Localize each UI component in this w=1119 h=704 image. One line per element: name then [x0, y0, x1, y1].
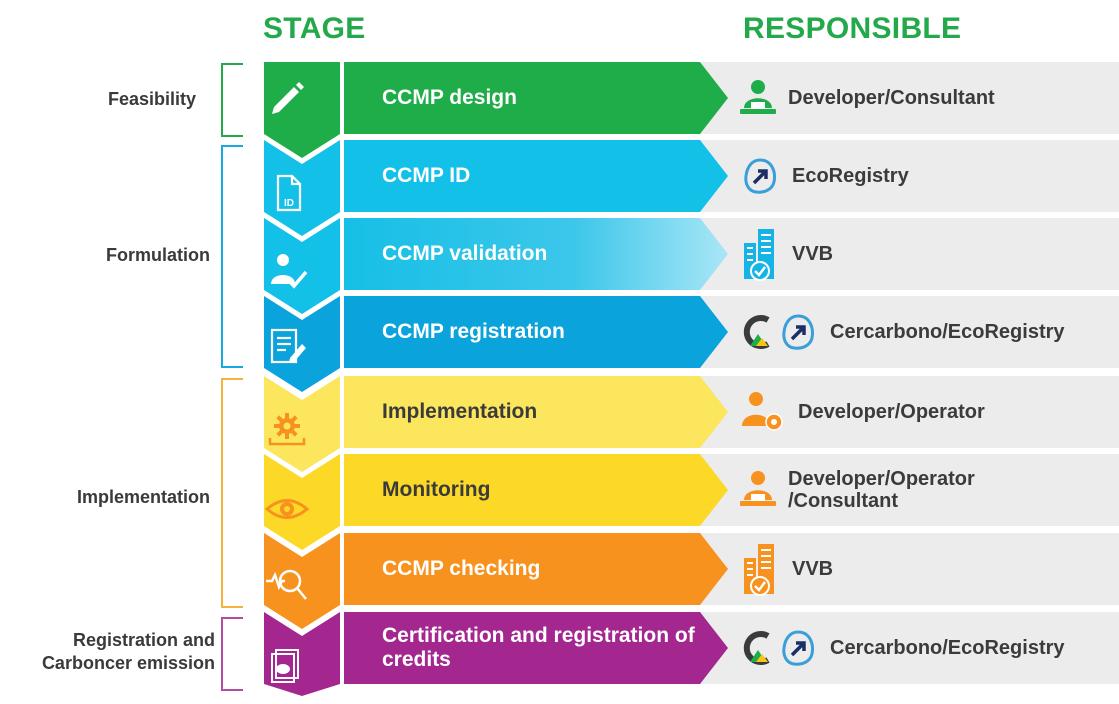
phase-bracket-formulation [221, 145, 243, 368]
ecoregistry-leaf-icon [744, 158, 776, 194]
stage-chevron-registration [264, 296, 340, 392]
responsible-band [700, 454, 1119, 526]
stage-chevron-certification [264, 612, 340, 696]
co2-certificate-icon [271, 649, 299, 683]
responsible-row: Developer/Consultant [740, 62, 1119, 134]
stage-header: STAGE [263, 12, 366, 45]
eye-icon [264, 499, 310, 519]
cercarbono-logo-icon [743, 631, 770, 665]
stage-band-monitoring: Monitoring [344, 454, 728, 526]
stage-label: Monitoring [382, 478, 491, 501]
responsible-label: VVB [792, 243, 834, 265]
form-edit-icon [270, 328, 306, 364]
responsible-row: Cercarbono/EcoRegistry [740, 612, 1119, 684]
responsible-row: Developer/Operator [740, 376, 1119, 448]
responsible-label: Developer/Operator /Consultant [788, 468, 975, 512]
phase-label-registration: Registration and Carboncer emission [41, 630, 215, 673]
responsible-band [700, 140, 1119, 212]
person-laptop-icon [740, 80, 776, 114]
stage-chevron-checking [264, 533, 340, 629]
svg-text:ID: ID [284, 198, 294, 209]
stage-label: Certification and registration of credit… [382, 624, 695, 671]
building-check-icon [744, 544, 774, 596]
stage-band-certification: Certification and registration of credit… [344, 612, 728, 684]
stage-chevron-monitoring [264, 454, 340, 550]
stage-label: CCMP ID [382, 164, 471, 187]
responsible-band [700, 612, 1119, 684]
responsible-band [700, 62, 1119, 134]
responsible-label: Developer/Operator [798, 401, 985, 423]
responsible-label: Cercarbono/EcoRegistry [830, 321, 1065, 343]
stage-chevron-id: ID [264, 140, 340, 236]
responsible-band [700, 296, 1119, 368]
stage-label: CCMP design [382, 86, 517, 109]
stage-chevron-validation [264, 218, 340, 314]
responsible-row: Cercarbono/EcoRegistry [740, 296, 1119, 368]
stage-label: CCMP registration [382, 320, 565, 343]
stage-label: CCMP checking [382, 557, 541, 580]
stage-band-ccmp-validation: CCMP validation [344, 218, 728, 290]
responsible-label: Cercarbono/EcoRegistry [830, 637, 1065, 659]
responsible-label: VVB [792, 558, 834, 580]
stage-chevron-design [264, 62, 340, 158]
responsible-row: VVB [740, 218, 1119, 290]
responsible-row: EcoRegistry [740, 140, 1119, 212]
phase-bracket-feasibility [221, 63, 243, 137]
responsible-label: Developer/Consultant [788, 87, 995, 109]
pencil-icon [272, 82, 304, 114]
stage-chevron-implementation [264, 376, 340, 472]
stage-band-ccmp-checking: CCMP checking [344, 533, 728, 605]
responsible-row: Developer/Operator /Consultant [740, 454, 1119, 526]
stage-label: CCMP validation [382, 242, 548, 265]
stage-band-ccmp-id: CCMP ID [344, 140, 728, 212]
ecoregistry-leaf-icon [782, 314, 814, 350]
stage-band-ccmp-design: CCMP design [344, 62, 728, 134]
person-laptop-icon [740, 471, 776, 506]
stage-band-ccmp-registration: CCMP registration [344, 296, 728, 368]
responsible-row: VVB [740, 533, 1119, 605]
phase-label-formulation: Formulation [106, 245, 210, 265]
person-gear-icon [742, 392, 783, 431]
responsible-label: EcoRegistry [792, 165, 909, 187]
phase-bracket-registration [221, 617, 243, 691]
ecoregistry-leaf-icon [782, 630, 814, 666]
stage-label: Implementation [382, 400, 538, 423]
gear-tray-icon [268, 413, 306, 446]
magnifier-pulse-icon [266, 569, 307, 600]
responsible-band [700, 376, 1119, 448]
phase-bracket-implementation [221, 378, 243, 608]
cercarbono-logo-icon [743, 315, 770, 349]
stage-band-implementation: Implementation [344, 376, 728, 448]
building-check-icon [744, 229, 774, 281]
phase-label-implementation: Implementation [76, 487, 210, 507]
phase-label-feasibility: Feasibility [107, 89, 196, 109]
user-check-icon [271, 254, 308, 289]
responsible-header: RESPONSIBLE [743, 12, 962, 45]
id-document-icon: ID [276, 174, 302, 212]
